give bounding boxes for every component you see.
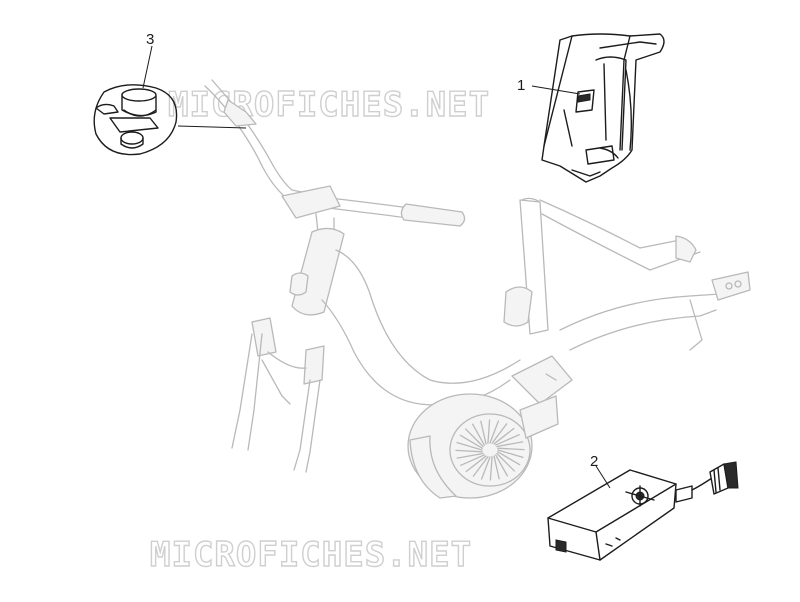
motor-fan-spoke	[472, 456, 489, 477]
motor-fan-spoke	[497, 451, 521, 466]
motor-fan-spoke	[489, 420, 500, 444]
motor-fan-spoke	[493, 455, 500, 480]
motor-fan-spoke	[495, 434, 520, 446]
watermark-top: MICROFICHES.NET	[168, 85, 490, 125]
motor-fan-spoke	[497, 449, 524, 459]
watermark-bottom: MICROFICHES.NET	[150, 535, 472, 575]
motor-fan-spoke	[496, 441, 524, 448]
motor-fan-spoke	[460, 454, 485, 466]
motor-fan-spoke	[496, 452, 515, 472]
motor-fan-spoke	[487, 419, 491, 444]
motor-fan-spoke	[472, 423, 485, 446]
leader-lines	[142, 45, 611, 489]
callout-3: 3	[146, 31, 154, 48]
motor-fan-spoke	[456, 452, 484, 459]
motor-fan-spoke	[495, 454, 508, 477]
charger	[547, 461, 739, 561]
bell	[93, 84, 178, 156]
motor-fan-spoke	[480, 456, 491, 480]
bicycle-frame-ghost	[204, 79, 751, 473]
battery	[541, 33, 665, 183]
callout-2: 2	[590, 453, 598, 470]
callout-1: 1	[517, 77, 525, 94]
motor-fan-spoke	[480, 420, 487, 445]
motor-fan-spoke	[465, 455, 487, 473]
motor-fan-spoke	[455, 449, 483, 453]
motor-fan-spoke	[489, 456, 493, 481]
motor-fan-spoke	[497, 447, 525, 451]
motor-fan-spoke	[456, 441, 483, 451]
motor-fan-spoke	[465, 428, 484, 448]
motor-ghost	[407, 355, 573, 499]
motor-fan-spoke	[459, 434, 483, 449]
motor-fan-spoke	[491, 423, 508, 444]
motor-fan-spoke	[493, 427, 515, 445]
